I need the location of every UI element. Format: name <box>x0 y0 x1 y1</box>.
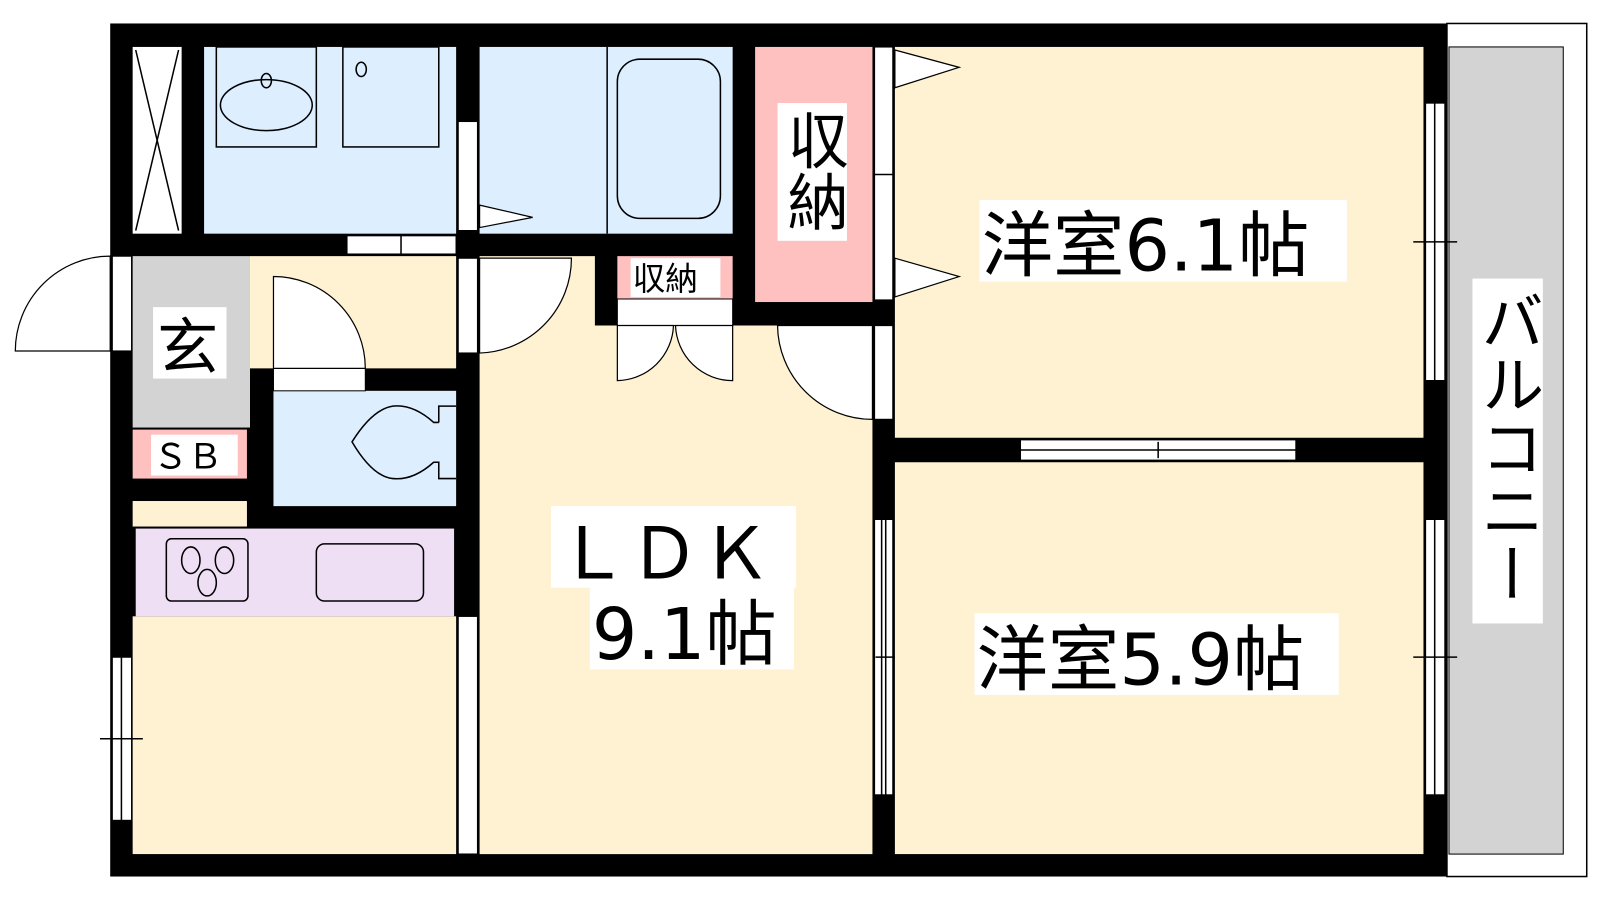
shoe-box-label: ＳＢ <box>153 437 222 477</box>
bathtub-icon <box>616 58 722 220</box>
front-door-opening <box>111 255 133 352</box>
washbasin-icon <box>219 78 314 132</box>
toilet-door-frame <box>272 367 366 392</box>
closet-x <box>134 49 180 231</box>
bath-door-triangle <box>478 204 533 229</box>
ldk-size-label: 9.1帖 <box>592 593 777 676</box>
storage-double-door <box>616 324 734 382</box>
bathroom <box>479 46 733 234</box>
washroom <box>204 46 457 234</box>
closet-door-frame <box>873 46 894 301</box>
ldk-label: ＬＤＫ <box>557 513 771 596</box>
kitchen-ldk-opening <box>457 615 479 855</box>
room1-door-swing <box>776 324 874 421</box>
closet-door-triangle <box>894 49 962 298</box>
stove-icon <box>165 538 249 602</box>
western-room-2-label: 洋室5.9帖 <box>977 619 1305 702</box>
balcony: バルコニー <box>1446 22 1588 878</box>
toilet-door-swing <box>272 275 366 369</box>
washbasin-unit <box>215 46 318 148</box>
toilet-icon <box>351 405 457 480</box>
storage-small-door <box>616 298 734 327</box>
front-door-swing <box>14 255 111 352</box>
western-room-1-label: 洋室6.1帖 <box>982 204 1310 287</box>
hall-ldk-door-opening <box>457 257 479 354</box>
kitchen-floor <box>132 616 457 855</box>
balcony-label: バルコニー <box>1471 289 1545 605</box>
ldk-door-swing <box>478 257 573 354</box>
toilet-room <box>273 390 457 507</box>
washing-machine-space <box>342 46 440 148</box>
kitchen-counter <box>135 528 455 617</box>
entrance-label: 玄 <box>157 312 218 383</box>
bath-door-opening <box>457 120 479 232</box>
sink-icon <box>315 543 425 602</box>
storage-large-label: 収納 <box>777 109 848 231</box>
kitchen-nook <box>132 501 247 527</box>
room1-door-opening <box>873 324 894 420</box>
storage-small-label: 収納 <box>633 260 698 298</box>
